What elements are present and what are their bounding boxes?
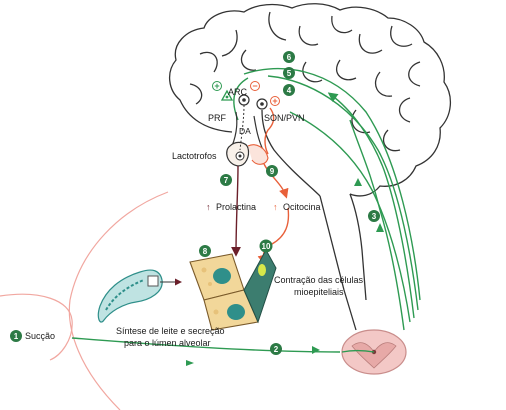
label-prolactin: Prolactina bbox=[216, 202, 256, 212]
ascending-tract bbox=[349, 119, 405, 331]
badge-5: 5 bbox=[283, 67, 295, 79]
label-myoepithelial-1: Contração das células bbox=[274, 275, 364, 285]
label-arc: ARC bbox=[228, 87, 248, 97]
text-labels: PRF ARC SON/PVN DA Lactotrofos ↑ Prolact… bbox=[25, 87, 364, 348]
breast-skin-outline bbox=[0, 191, 169, 410]
badge-7: 7 bbox=[220, 174, 232, 186]
badge-10: 10 bbox=[259, 239, 273, 253]
label-synthesis-1: Síntese de leite e secreção bbox=[116, 326, 225, 336]
label-son-pvn: SON/PVN bbox=[264, 113, 305, 123]
badge-8: 8 bbox=[199, 245, 211, 257]
label-synthesis-2: para o lúmen alveolar bbox=[124, 338, 211, 348]
svg-text:1: 1 bbox=[14, 332, 19, 341]
svg-text:+: + bbox=[214, 81, 219, 91]
svg-text:−: − bbox=[252, 81, 257, 91]
mammary-alveolus-small bbox=[97, 269, 182, 323]
svg-text:3: 3 bbox=[372, 212, 377, 221]
hypothalamic-nuclei bbox=[220, 89, 268, 110]
badge-3: 3 bbox=[368, 210, 380, 222]
svg-text:10: 10 bbox=[262, 242, 271, 251]
zoom-box bbox=[147, 275, 159, 287]
label-oxytocin: Ocitocina bbox=[283, 202, 321, 212]
svg-text:6: 6 bbox=[287, 53, 292, 62]
brain-outline bbox=[169, 3, 451, 331]
badge-9: 9 bbox=[266, 165, 278, 177]
badge-4: 4 bbox=[283, 84, 295, 96]
badge-6: 6 bbox=[283, 51, 295, 63]
badge-2: 2 bbox=[270, 343, 282, 355]
pathway-arrowheads bbox=[186, 178, 384, 366]
svg-text:5: 5 bbox=[287, 69, 292, 78]
svg-text:2: 2 bbox=[274, 345, 279, 354]
prolactin-up-arrow: ↑ bbox=[206, 202, 211, 212]
neural-pathways bbox=[71, 67, 421, 353]
step-badges: 1 2 3 4 5 6 7 8 9 10 bbox=[10, 51, 380, 355]
afferent-nerve-path bbox=[71, 337, 341, 353]
label-lactotrophs: Lactotrofos bbox=[172, 151, 217, 161]
prolactin-pathway bbox=[231, 165, 241, 257]
svg-text:7: 7 bbox=[224, 176, 229, 185]
prf-neuron bbox=[220, 89, 234, 101]
label-suction: Sucção bbox=[25, 331, 55, 341]
svg-text:8: 8 bbox=[203, 247, 208, 256]
regulation-signs: + − + bbox=[212, 81, 280, 106]
svg-text:+: + bbox=[272, 96, 277, 106]
myoepithelial-cell bbox=[243, 248, 277, 324]
label-prf: PRF bbox=[208, 113, 227, 123]
label-myoepithelial-2: mioepiteliais bbox=[294, 287, 344, 297]
pituitary-gland bbox=[226, 104, 269, 167]
label-da: DA bbox=[239, 126, 251, 136]
svg-text:4: 4 bbox=[287, 86, 292, 95]
spinal-cord-section bbox=[341, 329, 407, 375]
oxytocin-pathway bbox=[257, 107, 290, 265]
badge-1: 1 bbox=[10, 330, 22, 342]
svg-text:9: 9 bbox=[270, 167, 275, 176]
alveolar-epithelial-cells bbox=[189, 248, 277, 331]
oxytocin-up-arrow: ↑ bbox=[273, 202, 278, 212]
